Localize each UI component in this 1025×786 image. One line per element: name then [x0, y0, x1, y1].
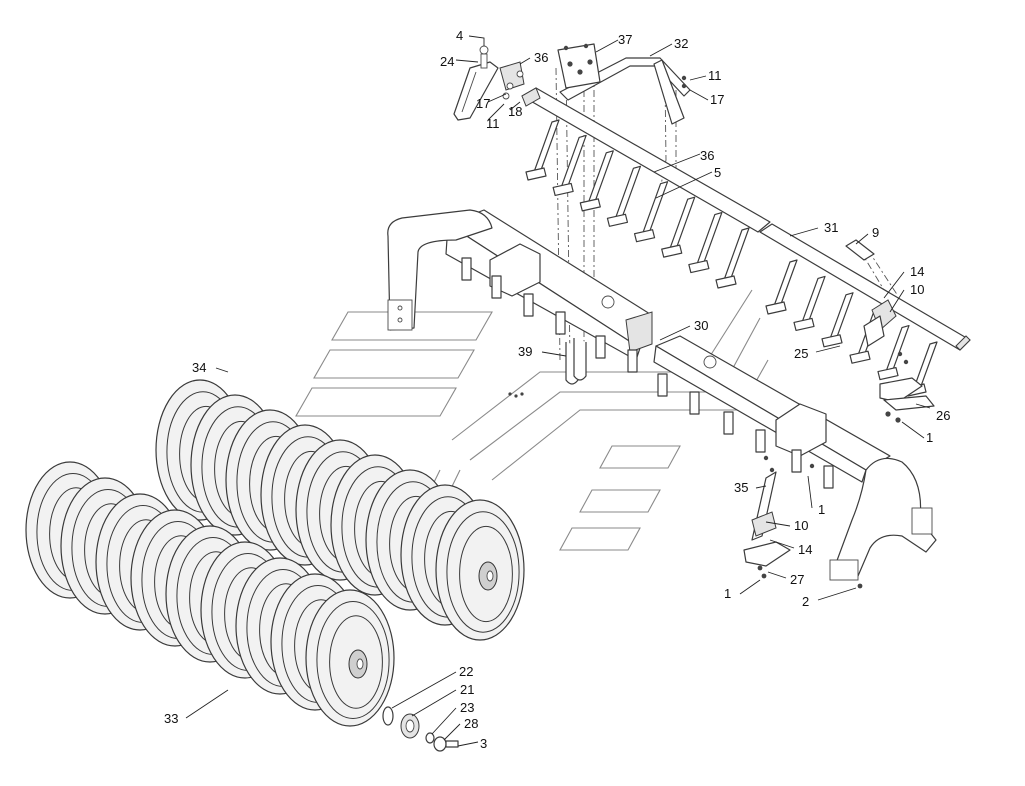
frame-leg	[555, 311, 566, 335]
frame-leg	[657, 373, 668, 397]
frame-leg	[755, 429, 766, 453]
callout-c25: 25	[794, 346, 808, 361]
frame-leg	[491, 275, 502, 299]
tine	[715, 227, 750, 289]
roller-disc	[435, 499, 525, 641]
callout-c37: 37	[618, 32, 632, 47]
front-shank-35	[743, 455, 863, 589]
tine	[688, 211, 723, 274]
mounting-block-37	[557, 43, 687, 89]
callout-c36a: 36	[534, 50, 548, 65]
frame-leg	[595, 335, 606, 359]
callout-c33: 33	[164, 711, 178, 726]
front-disc-roller-33	[25, 461, 395, 727]
tine	[579, 150, 614, 212]
tine	[793, 275, 826, 331]
frame-leg	[523, 293, 534, 317]
callout-c17b: 17	[710, 92, 724, 107]
callout-c26: 26	[936, 408, 950, 423]
frame-leg	[823, 465, 834, 489]
callout-c9: 9	[872, 225, 879, 240]
callout-c1b: 1	[818, 502, 825, 517]
callout-c5: 5	[714, 165, 721, 180]
tine	[877, 325, 910, 381]
tine	[661, 196, 696, 258]
roller-disc	[305, 589, 395, 727]
frame-leg	[791, 449, 802, 473]
clamp-plate-36	[499, 61, 525, 100]
callout-c10b: 10	[794, 518, 808, 533]
callout-c17a: 17	[476, 96, 490, 111]
callout-c1c: 1	[724, 586, 731, 601]
callout-c11a: 11	[486, 116, 500, 131]
callout-c39: 39	[518, 344, 532, 359]
tine	[525, 119, 560, 181]
callout-c3: 3	[480, 736, 487, 751]
tine-holder-9	[845, 239, 875, 261]
callout-c22: 22	[459, 664, 473, 679]
spring-plate-10-14	[863, 299, 897, 347]
frame-leg	[627, 349, 638, 373]
arm-bracket-24	[453, 45, 499, 121]
callout-c23: 23	[460, 700, 474, 715]
callout-c28: 28	[464, 716, 478, 731]
lower-frame-tube-30	[653, 335, 937, 581]
leader-lines	[185, 35, 931, 747]
callout-c36b: 36	[700, 148, 714, 163]
u-bolt-39	[508, 338, 587, 398]
blade-26	[879, 351, 935, 423]
frame-leg	[723, 411, 734, 435]
callout-c4: 4	[456, 28, 463, 43]
callout-c14b: 14	[798, 542, 812, 557]
tine	[821, 292, 854, 348]
callout-c27: 27	[790, 572, 804, 587]
callout-c11b: 11	[708, 68, 722, 83]
tine	[606, 165, 642, 227]
rear-disc-roller-34	[155, 379, 525, 641]
frame-leg	[461, 257, 472, 281]
callout-c14a: 14	[910, 264, 924, 279]
callout-c31: 31	[824, 220, 838, 235]
callout-c30: 30	[694, 318, 708, 333]
frame-leg	[689, 391, 700, 415]
tine	[765, 259, 798, 315]
callout-c32: 32	[674, 36, 688, 51]
tine	[552, 134, 587, 197]
bearing-hardware	[382, 706, 459, 752]
frame-clamp-plates	[461, 243, 638, 373]
tine	[633, 181, 669, 243]
callout-c10a: 10	[910, 282, 924, 297]
callout-c2: 2	[802, 594, 809, 609]
left-frame-bracket	[387, 209, 493, 331]
upper-tine-bar-5	[521, 87, 771, 289]
callout-c34: 34	[192, 360, 206, 375]
callout-c35: 35	[734, 480, 748, 495]
callout-c1a: 1	[926, 430, 933, 445]
callout-c24: 24	[440, 54, 454, 69]
callout-c18: 18	[508, 104, 522, 119]
callout-c21: 21	[460, 682, 474, 697]
